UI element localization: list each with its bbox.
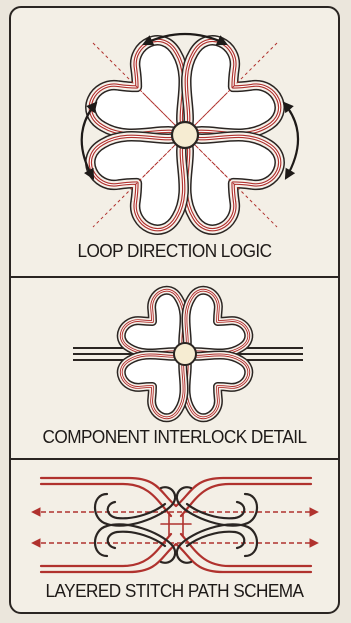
- center-hub: [172, 122, 198, 148]
- layered-thread-paths: [41, 478, 311, 572]
- four-loop-flower-diagram: [11, 8, 340, 276]
- panel-3-caption: LAYERED STITCH PATH SCHEMA: [22, 580, 326, 602]
- panel-2-caption: COMPONENT INTERLOCK DETAIL: [22, 426, 326, 448]
- diagram-card: LOOP DIRECTION LOGIC: [9, 6, 340, 614]
- panel-1-caption: LOOP DIRECTION LOGIC: [22, 240, 326, 262]
- panel-component-interlock: COMPONENT INTERLOCK DETAIL: [11, 278, 338, 458]
- panel-stitch-path: LAYERED STITCH PATH SCHEMA: [11, 460, 338, 614]
- right-direction-arrow: [284, 103, 298, 178]
- panel-loop-direction: LOOP DIRECTION LOGIC: [11, 8, 338, 276]
- interlock-hub: [174, 343, 196, 365]
